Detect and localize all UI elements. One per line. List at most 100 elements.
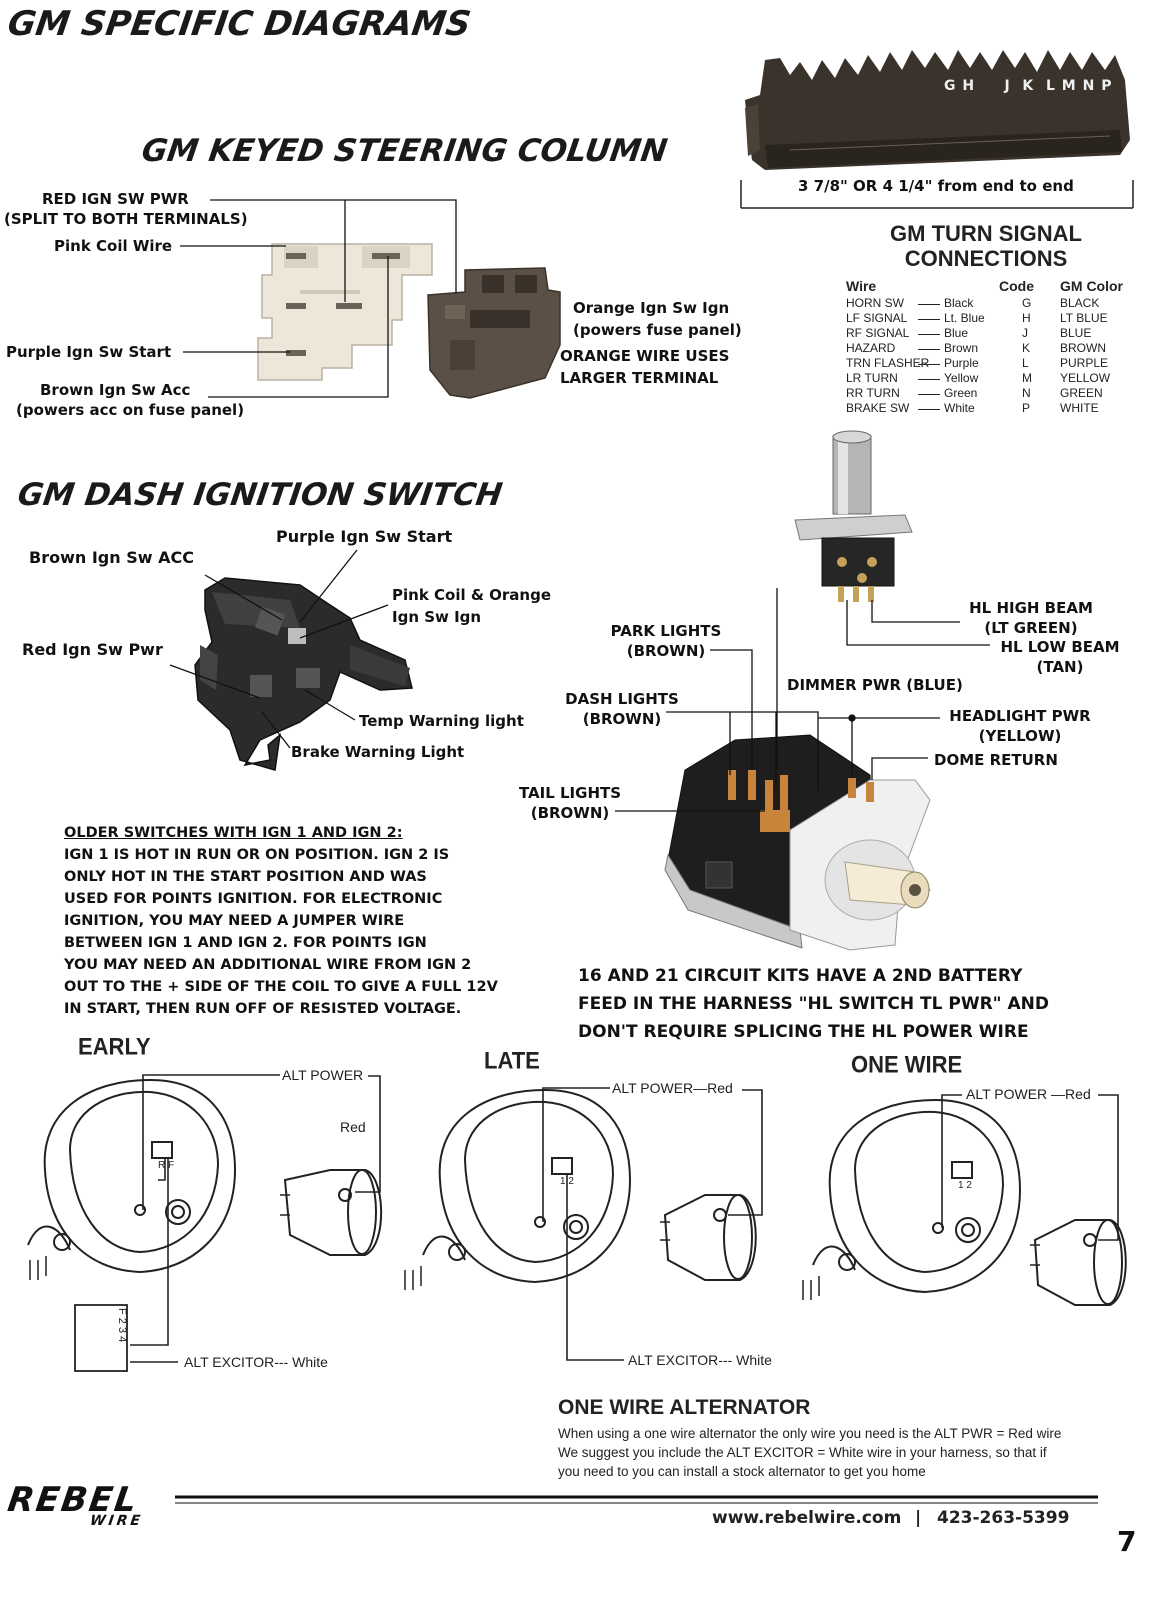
footer-phone: 423-263-5399 bbox=[937, 1508, 1070, 1528]
alt-late-drawing bbox=[404, 1088, 757, 1290]
turn-signal-wire: TRN FLASHER bbox=[846, 356, 930, 370]
turn-signal-wire-color: Black bbox=[944, 296, 974, 310]
label-dash-red-pwr: Red Ign Sw Pwr bbox=[22, 640, 163, 659]
one-wire-note-line-1: When using a one wire alternator the onl… bbox=[558, 1426, 1062, 1441]
label-split-terminals: (SPLIT TO BOTH TERMINALS) bbox=[4, 210, 248, 228]
kit-note-line-1: 16 AND 21 CIRCUIT KITS HAVE A 2ND BATTER… bbox=[578, 966, 1023, 986]
turn-signal-gm-color: WHITE bbox=[1060, 401, 1099, 415]
dash-switch-leaders bbox=[169, 549, 389, 749]
page-number: 7 bbox=[1117, 1525, 1137, 1558]
label-headlight-pwr: HEADLIGHT PWR (YELLOW) bbox=[940, 706, 1100, 746]
turn-signal-dash bbox=[918, 394, 940, 395]
turn-signal-dash bbox=[918, 364, 940, 365]
older-note-line: YOU MAY NEED AN ADDITIONAL WIRE FROM IGN… bbox=[64, 957, 472, 973]
older-note-line: IGN 1 IS HOT IN RUN OR ON POSITION. IGN … bbox=[64, 847, 450, 863]
keyed-column-leaders bbox=[180, 199, 457, 398]
label-dash-pink-orange: Pink Coil & Orange bbox=[392, 586, 551, 604]
footer-separator: | bbox=[915, 1508, 922, 1528]
alt-one-wire-terminal-labels: 1 2 bbox=[958, 1180, 972, 1191]
alt-early-drawing bbox=[27, 1078, 383, 1280]
header-code: Code bbox=[999, 278, 1034, 294]
label-red-ign-pwr: RED IGN SW PWR bbox=[42, 190, 189, 208]
turn-signal-wire: LF SIGNAL bbox=[846, 311, 908, 325]
footer-website[interactable]: www.rebelwire.com bbox=[712, 1508, 902, 1528]
turn-signal-code: G bbox=[1022, 296, 1032, 310]
dimmer-switch bbox=[794, 430, 913, 602]
connector-dimension: 3 7/8" OR 4 1/4" from end to end bbox=[798, 177, 1074, 195]
label-hl-high-2: (LT GREEN) bbox=[984, 619, 1078, 637]
label-brown-acc: Brown Ign Sw Acc bbox=[40, 381, 191, 399]
alt-one-wire-wires bbox=[941, 1094, 1119, 1241]
connector-letters: G H J K L M N P bbox=[944, 78, 1113, 94]
kit-note-line-3: DON'T REQUIRE SPLICING THE HL POWER WIRE bbox=[578, 1022, 1029, 1042]
turn-signal-wire-color: Purple bbox=[944, 356, 979, 370]
alt-early-regulator-labels: F 2 3 4 bbox=[116, 1308, 128, 1343]
alt-early-title: EARLY bbox=[78, 1032, 151, 1061]
kit-note: 16 AND 21 CIRCUIT KITS HAVE A 2ND BATTER… bbox=[578, 962, 1049, 1046]
label-park-lights-2: (BROWN) bbox=[626, 642, 706, 660]
label-dash-lights-1: DASH LIGHTS bbox=[565, 690, 679, 708]
alt-late-wires bbox=[542, 1087, 763, 1361]
alt-late-title: LATE bbox=[484, 1046, 540, 1075]
alt-late-power-label: ALT POWER—Red bbox=[612, 1080, 733, 1096]
older-note-line: IGNITION, YOU MAY NEED A JUMPER WIRE bbox=[64, 913, 405, 929]
turn-signal-wire-color: White bbox=[944, 401, 975, 415]
turn-signal-dash bbox=[918, 334, 940, 335]
label-hl-high: HL HIGH BEAM (LT GREEN) bbox=[946, 598, 1116, 638]
one-wire-note-body: When using a one wire alternator the onl… bbox=[558, 1424, 1098, 1481]
turn-signal-dash bbox=[918, 304, 940, 305]
dash-ignition-switch bbox=[194, 577, 413, 771]
turn-signal-connector bbox=[745, 50, 1130, 170]
alt-early-terminal-labels: R F bbox=[158, 1160, 175, 1171]
older-note-lines: IGN 1 IS HOT IN RUN OR ON POSITION. IGN … bbox=[64, 844, 498, 1020]
turn-signal-dash bbox=[918, 319, 940, 320]
turn-signal-title: GM TURN SIGNAL CONNECTIONS bbox=[888, 221, 1084, 271]
label-orange-wire-uses: ORANGE WIRE USES bbox=[560, 347, 730, 365]
label-dash-ign-sw-ign: Ign Sw Ign bbox=[392, 608, 482, 626]
turn-signal-dash bbox=[918, 409, 940, 410]
label-park-lights-1: PARK LIGHTS bbox=[610, 622, 722, 640]
turn-signal-wire: RF SIGNAL bbox=[846, 326, 910, 340]
one-wire-note-title: ONE WIRE ALTERNATOR bbox=[558, 1396, 811, 1419]
page-title: GM SPECIFIC DIAGRAMS bbox=[5, 4, 474, 44]
turn-signal-title-line-1: GM TURN SIGNAL bbox=[890, 221, 1082, 246]
turn-signal-gm-color: LT BLUE bbox=[1060, 311, 1108, 325]
alt-one-wire-title: ONE WIRE bbox=[851, 1050, 963, 1079]
turn-signal-gm-color: BROWN bbox=[1060, 341, 1106, 355]
label-purple-start: Purple Ign Sw Start bbox=[6, 343, 172, 361]
logo-wire: WIRE bbox=[88, 1513, 145, 1529]
turn-signal-gm-color: BLACK bbox=[1060, 296, 1100, 310]
older-note-title: OLDER SWITCHES WITH IGN 1 AND IGN 2: bbox=[64, 825, 403, 841]
turn-signal-wire: RR TURN bbox=[846, 386, 900, 400]
label-dash-purple-start: Purple Ign Sw Start bbox=[276, 527, 453, 546]
alt-late-terminal-labels: 1 2 bbox=[560, 1176, 574, 1187]
alt-late-excitor-label: ALT EXCITOR--- White bbox=[628, 1352, 772, 1368]
alt-early-wires bbox=[130, 1074, 381, 1363]
older-note-line: USED FOR POINTS IGNITION. FOR ELECTRONIC bbox=[64, 891, 443, 907]
turn-signal-code: H bbox=[1022, 311, 1031, 325]
turn-signal-dash bbox=[918, 349, 940, 350]
label-orange-ign: Orange Ign Sw Ign bbox=[573, 299, 730, 317]
turn-signal-wire: BRAKE SW bbox=[846, 401, 910, 415]
dimension-bracket bbox=[740, 180, 1134, 209]
header-gm-color: GM Color bbox=[1060, 278, 1123, 294]
label-brown-acc-note: (powers acc on fuse panel) bbox=[16, 401, 245, 419]
turn-signal-gm-color: PURPLE bbox=[1060, 356, 1109, 370]
alt-early-regulator bbox=[74, 1304, 128, 1372]
turn-signal-wire-color: Yellow bbox=[944, 371, 979, 385]
turn-signal-wire-color: Blue bbox=[944, 326, 969, 340]
label-tail-lights: TAIL LIGHTS (BROWN) bbox=[500, 783, 640, 823]
turn-signal-row: LF SIGNAL Lt. Blue H LT BLUE bbox=[846, 311, 1146, 326]
turn-signal-code: J bbox=[1022, 326, 1028, 340]
turn-signal-header-row: Wire Code GM Color bbox=[846, 278, 1146, 296]
label-dome-return: DOME RETURN bbox=[934, 751, 1058, 769]
alt-one-wire-drawing bbox=[802, 1098, 1127, 1306]
turn-signal-wire-color: Lt. Blue bbox=[944, 311, 985, 325]
